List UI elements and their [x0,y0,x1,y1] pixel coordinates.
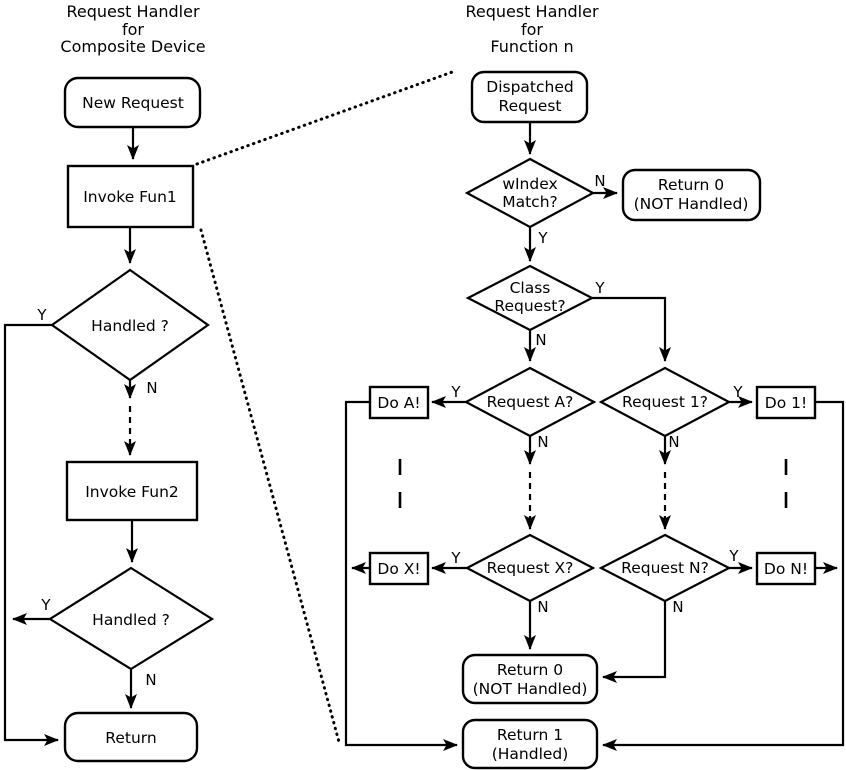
dispatched-request-line2: Request [499,97,562,115]
do-n-label: Do N! [764,560,808,578]
node-return: Return [63,711,199,763]
node-do-x: Do X! [368,551,430,586]
request-n-label: Request N? [621,559,709,577]
node-new-request: New Request [63,76,202,129]
return-label: Return [105,729,156,747]
new-request-label: New Request [82,94,184,112]
handled1-no-label: N [146,379,157,397]
invoke-fun1-label: Invoke Fun1 [83,188,177,206]
return0-top-line1: Return 0 [658,176,724,194]
left-title: Request Handler for Composite Device [60,2,205,56]
request-1-label: Request 1? [622,393,708,411]
left-title-line1: Request Handler [66,2,200,21]
left-title-line2: for [122,20,144,39]
right-title-line1: Request Handler [465,2,599,21]
right-title-line3: Function n [490,37,573,56]
node-handled1: Handled ? [50,268,210,382]
handled1-yes-label: Y [36,306,47,324]
connector-doa-return1 [344,400,458,751]
node-do-a: Do A! [368,385,430,420]
class-request-line2: Request? [494,297,565,315]
node-handled2: Handled ? [47,566,215,671]
return0-bottom-line2: (NOT Handled) [473,680,588,698]
return0-bottom-line1: Return 0 [497,661,563,679]
request-x-no-label: N [537,598,548,616]
node-return0-bottom: Return 0 (NOT Handled) [461,653,599,705]
zoom-dotted-line-top [195,69,457,166]
request-a-yes-label: Y [450,383,461,401]
composite-device-flowchart: Request Handler for Composite Device New… [3,2,215,763]
handled2-yes-label: Y [40,596,51,614]
do-x-box [368,551,430,586]
connector-handled1-yes-return [3,323,59,746]
zoom-dotted-line-bottom [199,228,341,744]
class-yes-label: Y [594,279,605,297]
do-a-label: Do A! [377,394,420,412]
return0-top-line2: (NOT Handled) [634,195,749,213]
right-title: Request Handler for Function n [465,2,599,56]
request-x-label: Request X? [487,559,574,577]
windex-no-label: N [594,172,605,190]
node-dispatched-request: Dispatched Request [470,70,589,124]
function-n-flowchart: Request Handler for Function n Dispatche… [344,2,845,770]
connector-do1-return1 [602,400,845,751]
left-title-line3: Composite Device [60,37,205,56]
request-n-yes-label: Y [728,547,739,565]
node-invoke-fun2: Invoke Fun2 [65,460,199,522]
request-1-no-label: N [668,433,679,451]
connector-class-yes-request1 [592,296,671,362]
handled1-label: Handled ? [91,317,169,335]
node-invoke-fun1: Invoke Fun1 [66,164,195,229]
request-a-no-label: N [537,433,548,451]
dispatched-request-line1: Dispatched [486,78,573,96]
request-n-no-label: N [672,598,683,616]
node-request-n: Request N? [598,533,732,603]
connector-requestn-no-return0 [602,601,667,683]
node-class-request: Class Request? [465,264,595,332]
node-return0-top: Return 0 (NOT Handled) [621,168,762,222]
node-request-a: Request A? [463,366,597,438]
return0-top-box [621,168,762,222]
windex-yes-label: Y [537,229,548,247]
right-title-line2: for [521,20,543,39]
do-x-label: Do X! [377,560,420,578]
handled2-label: Handled ? [92,611,170,629]
class-no-label: N [535,331,546,349]
return1-box [461,718,599,770]
do-1-label: Do 1! [765,394,807,412]
invoke-fun2-box [65,460,199,522]
return1-line1: Return 1 [497,726,563,744]
node-windex-match: wIndex Match? [464,157,596,229]
node-return1: Return 1 (Handled) [461,718,599,770]
request-1-yes-label: Y [732,383,743,401]
request-a-label: Request A? [487,393,574,411]
request-x-yes-label: Y [450,549,461,567]
windex-match-line2: Match? [502,193,558,211]
node-request-1: Request 1? [598,366,732,438]
return1-line2: (Handled) [492,745,569,763]
windex-match-line1: wIndex [502,175,557,193]
node-do-n: Do N! [755,551,817,586]
return-box [63,711,199,763]
node-do-1: Do 1! [755,385,817,420]
handled2-no-label: N [145,671,156,689]
node-request-x: Request X? [464,533,596,603]
do-n-box [755,551,817,586]
invoke-fun2-label: Invoke Fun2 [85,483,179,501]
return0-bottom-box [461,653,599,705]
class-request-line1: Class [510,279,551,297]
